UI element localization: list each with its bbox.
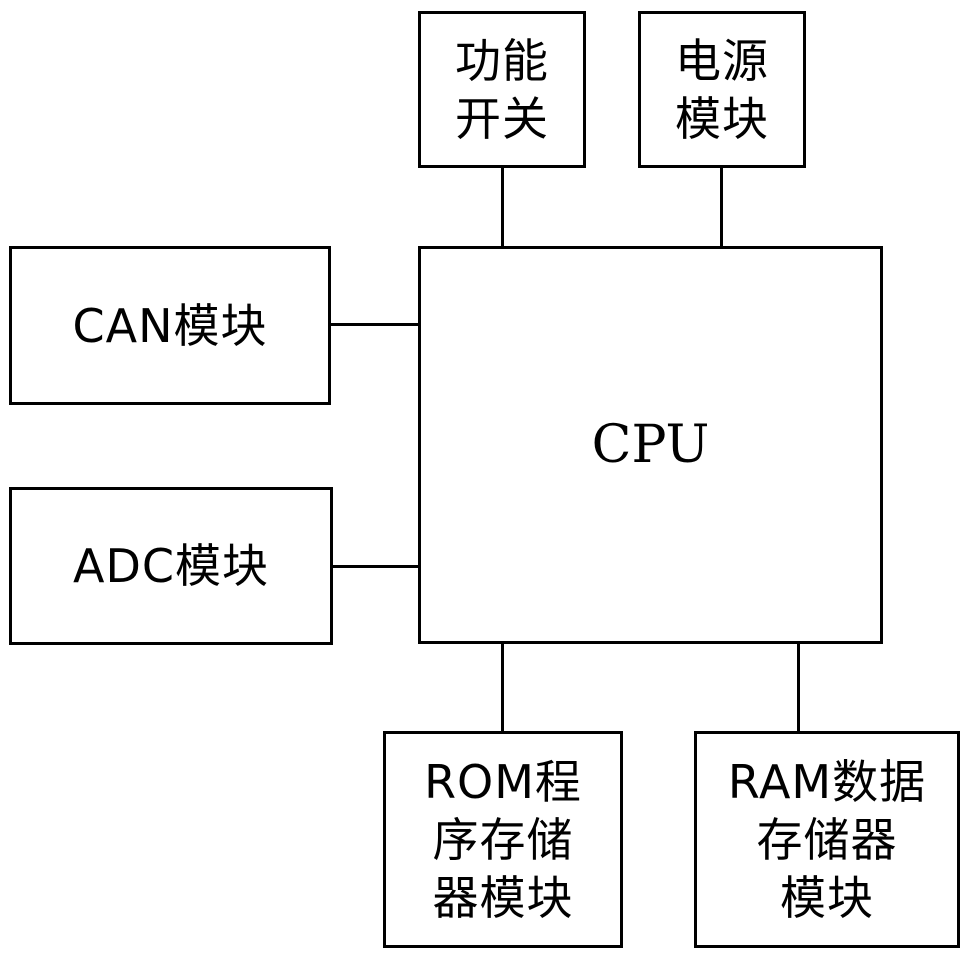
connector-can-module-cpu [331,323,418,326]
connector-cpu-ram-module [797,644,800,731]
can-module-label: CAN模块 [72,298,268,353]
func-switch-box: 功能 开关 [418,11,586,168]
ram-module-box: RAM数据 存储器 模块 [694,731,960,948]
rom-module-box: ROM程 序存储 器模块 [383,731,623,948]
ram-module-label: RAM数据 存储器 模块 [727,754,927,925]
adc-module-box: ADC模块 [9,487,333,645]
power-module-box: 电源 模块 [638,11,806,168]
connector-adc-module-cpu [333,565,418,568]
connector-cpu-rom-module [501,644,504,731]
power-module-label: 电源 模块 [675,33,769,146]
cpu-box: CPU [418,246,883,644]
can-module-box: CAN模块 [9,246,331,405]
rom-module-label: ROM程 序存储 器模块 [424,754,582,925]
connector-power-module-cpu [720,168,723,246]
cpu-label: CPU [591,415,710,475]
adc-module-label: ADC模块 [72,539,269,593]
func-switch-label: 功能 开关 [455,33,549,146]
connector-func-switch-cpu [501,168,504,246]
